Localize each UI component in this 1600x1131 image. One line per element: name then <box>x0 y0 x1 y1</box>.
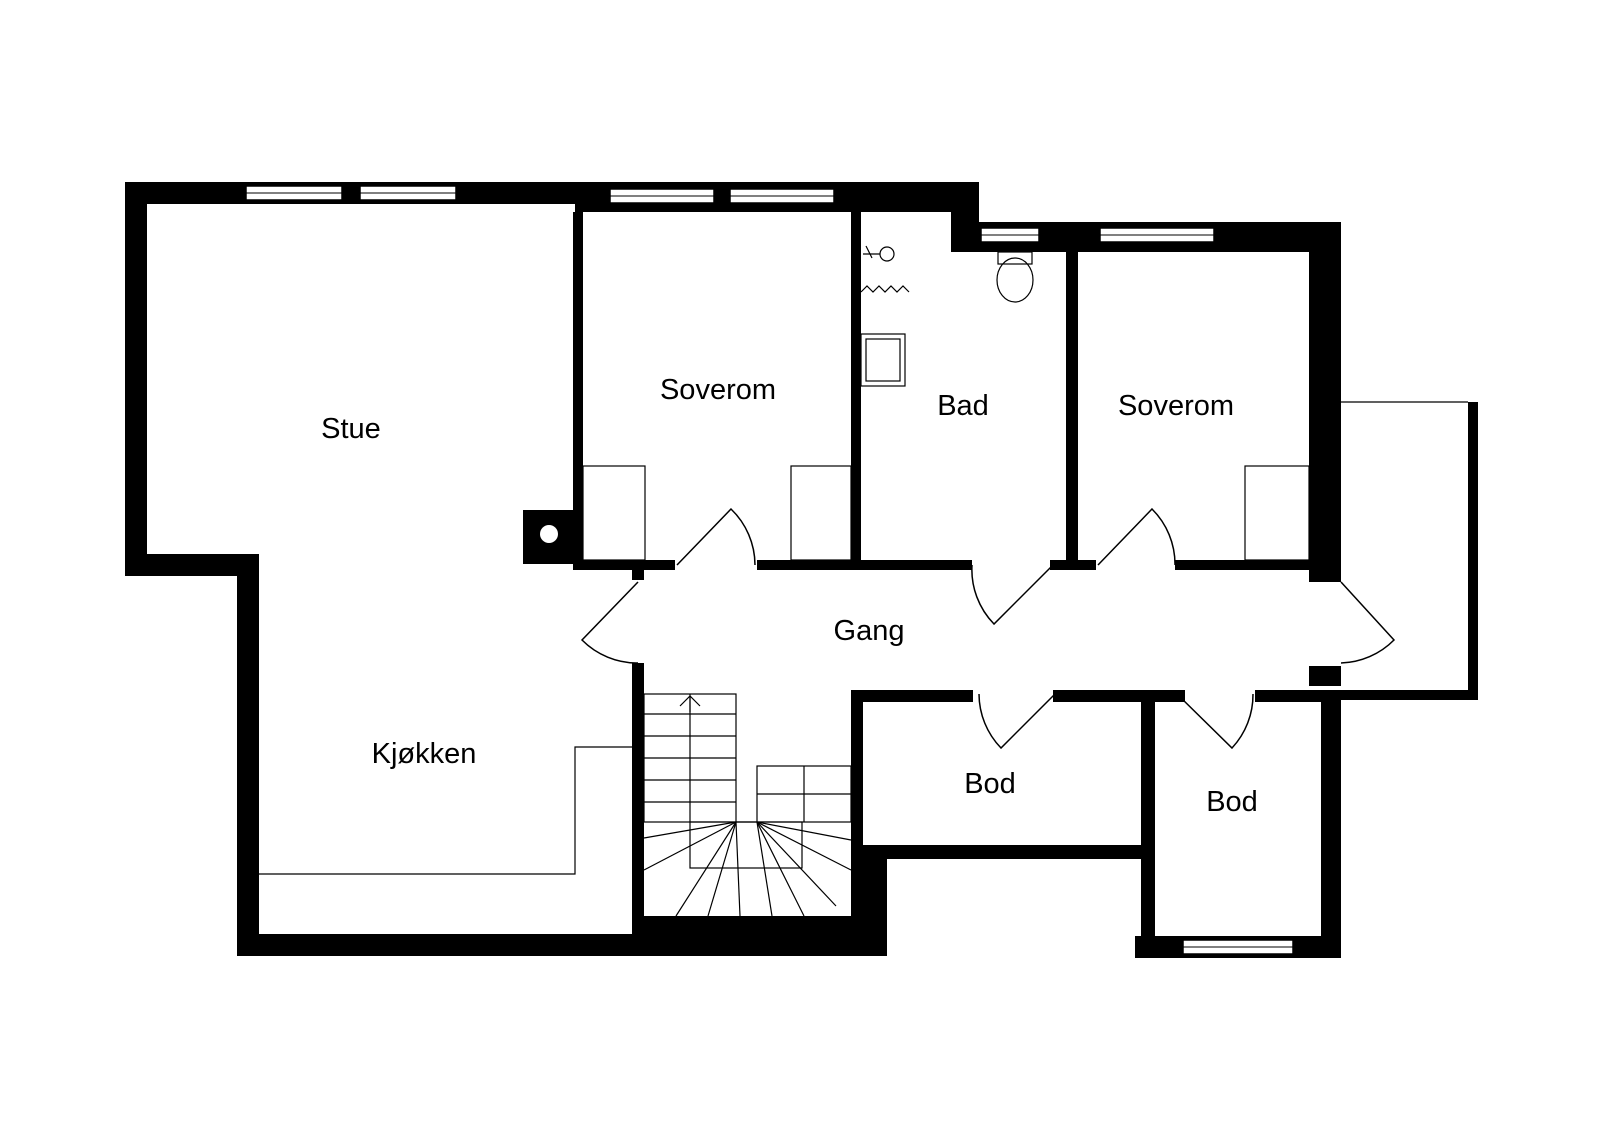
wall-bod1-top-b <box>1053 690 1175 702</box>
door-stue <box>580 581 639 664</box>
wall-bod1-top-a <box>851 690 973 702</box>
window-glass-lines <box>246 192 1293 948</box>
closet-soverom-1a <box>582 465 646 561</box>
room-labels: Stue Soverom Bad Soverom Gang Kjøkken Bo… <box>321 374 1258 818</box>
sink-icon <box>860 333 906 387</box>
wall-gang-top-4 <box>1175 560 1341 570</box>
room-label-bod-1: Bod <box>964 768 1016 800</box>
wall-right-soverom <box>1309 222 1341 576</box>
thin-lines <box>259 245 1468 875</box>
wall-soverom-bad <box>851 212 861 566</box>
door-bod-1 <box>978 693 1056 750</box>
walls <box>125 182 1478 958</box>
wall-top-stue <box>125 182 575 204</box>
staircase <box>643 693 852 917</box>
wall-bad-soverom <box>1066 252 1078 566</box>
heater-icon <box>860 285 910 293</box>
room-label-gang: Gang <box>834 615 905 647</box>
doors <box>580 507 1396 750</box>
room-label-soverom-2: Soverom <box>1118 390 1234 422</box>
closet-soverom-1b <box>790 465 852 561</box>
closet-soverom-2 <box>1244 465 1310 561</box>
wall-gang-top-1 <box>573 560 675 570</box>
wall-bod1-bottom <box>861 845 1151 859</box>
wall-right-bod2-long <box>1321 690 1341 958</box>
wall-stair-bottom-b <box>632 916 887 956</box>
wall-gang-left-stub <box>632 568 644 580</box>
wall-gang-top-3 <box>1050 560 1096 570</box>
wall-left-stue <box>125 182 147 574</box>
shower-icon <box>879 246 895 262</box>
kitchen-counter <box>259 746 632 875</box>
wall-gang-left <box>632 663 644 956</box>
room-label-bod-2: Bod <box>1206 786 1258 818</box>
room-label-stue: Stue <box>321 413 381 445</box>
toilet-tank <box>997 251 1033 265</box>
wall-stue-soverom <box>573 212 583 566</box>
wall-stue-step <box>125 554 259 576</box>
door-bod-2 <box>1176 693 1254 750</box>
wall-bod1-right <box>1141 700 1155 958</box>
door-soverom-2 <box>1097 507 1176 566</box>
wall-right-bod2 <box>1309 666 1341 686</box>
balcony-wall-right <box>1468 402 1478 700</box>
room-label-soverom-1: Soverom <box>660 374 776 406</box>
wall-bod2-top <box>1255 690 1341 702</box>
door-soverom-1 <box>676 507 756 566</box>
room-label-bad: Bad <box>937 390 989 422</box>
sink-basin <box>865 338 901 382</box>
wall-gang-top-2 <box>757 560 972 570</box>
wall-bad-notch <box>951 182 979 252</box>
door-balcony <box>1340 581 1396 664</box>
toilet-icon <box>996 257 1034 303</box>
room-label-kjokken: Kjøkken <box>372 738 477 770</box>
door-bad <box>971 564 1054 626</box>
wall-left-kitchen <box>237 554 259 954</box>
balcony-wall-bottom <box>1341 690 1478 700</box>
chimney-flue-icon <box>540 525 558 543</box>
wall-gang-right-stub <box>1309 566 1341 582</box>
